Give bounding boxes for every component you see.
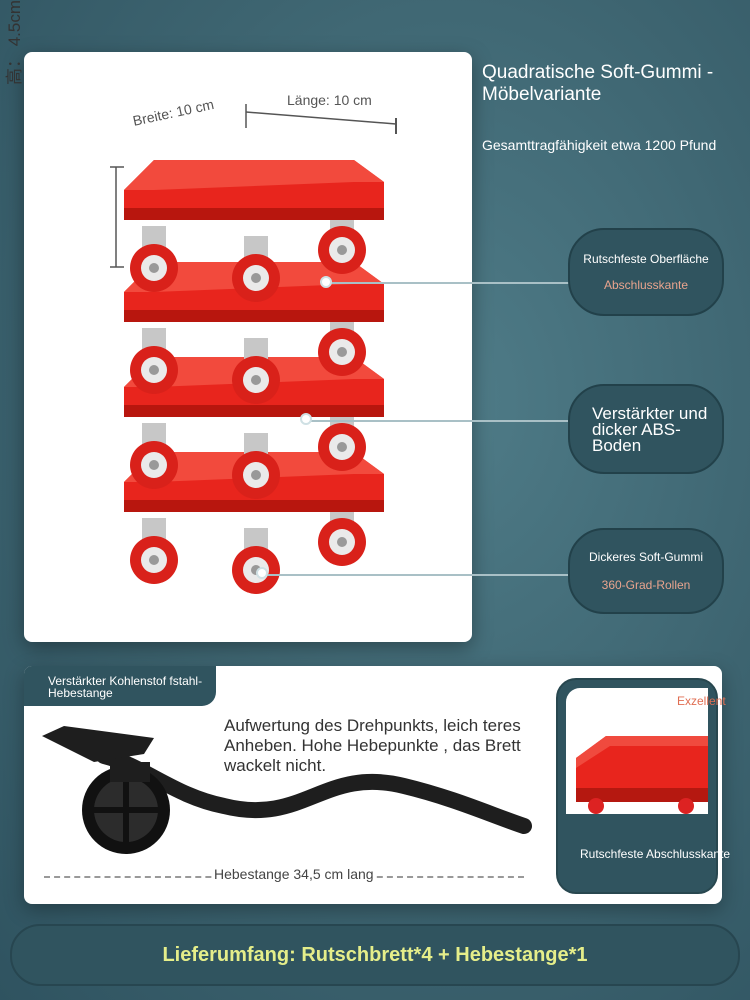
callout-dot bbox=[256, 567, 268, 579]
detail-inset bbox=[556, 678, 718, 894]
callout-base-title: Verstärkter und dicker ABS-Boden bbox=[592, 404, 708, 455]
lever-tag: Verstärkter Kohlenstof fstahl-Hebestange bbox=[24, 666, 216, 706]
callout-connector bbox=[266, 574, 570, 576]
inset-caption: Rutschfeste Abschlusskante bbox=[580, 847, 731, 861]
callout-connector bbox=[328, 282, 570, 284]
detail-image bbox=[566, 688, 708, 814]
callout-base: Verstärkter und dicker ABS-Boden bbox=[568, 384, 724, 474]
excellent-badge: Exzellent bbox=[677, 694, 726, 708]
lever-description: Aufwertung des Drehpunkts, leich teres A… bbox=[224, 716, 521, 775]
callout-connector bbox=[308, 420, 570, 422]
lever-bar-illustration bbox=[42, 726, 532, 854]
callout-surface-subtitle: Abschlusskante bbox=[603, 278, 689, 292]
callout-wheels-subtitle: 360-Grad-Rollen bbox=[601, 578, 691, 592]
callout-surface-title: Rutschfeste Oberfläche bbox=[583, 252, 709, 266]
callout-surface: Rutschfeste Oberfläche Abschlusskante bbox=[568, 228, 724, 316]
package-contents-text: Lieferumfang: Rutschbrett*4 + Hebestange… bbox=[162, 944, 588, 966]
callout-wheels: Dickeres Soft-Gummi 360-Grad-Rollen bbox=[568, 528, 724, 614]
callout-dot bbox=[320, 276, 332, 288]
package-contents-banner: Lieferumfang: Rutschbrett*4 + Hebestange… bbox=[10, 924, 740, 986]
stacked-dollies-illustration bbox=[110, 104, 397, 594]
callout-dot bbox=[300, 413, 312, 425]
height-label: 高： 4.5cm bbox=[5, 0, 24, 86]
product-image-card bbox=[24, 52, 472, 642]
length-label: Länge: 10 cm bbox=[287, 92, 372, 108]
dolly-tier bbox=[124, 160, 384, 302]
capacity-text: Gesamttragfähigkeit etwa 1200 Pfund bbox=[482, 137, 717, 153]
lever-measure-label: Hebestange 34,5 cm lang bbox=[212, 866, 376, 882]
product-title: Quadratische Soft-Gummi -Möbelvariante bbox=[482, 62, 714, 105]
callout-wheels-title: Dickeres Soft-Gummi bbox=[588, 550, 704, 564]
